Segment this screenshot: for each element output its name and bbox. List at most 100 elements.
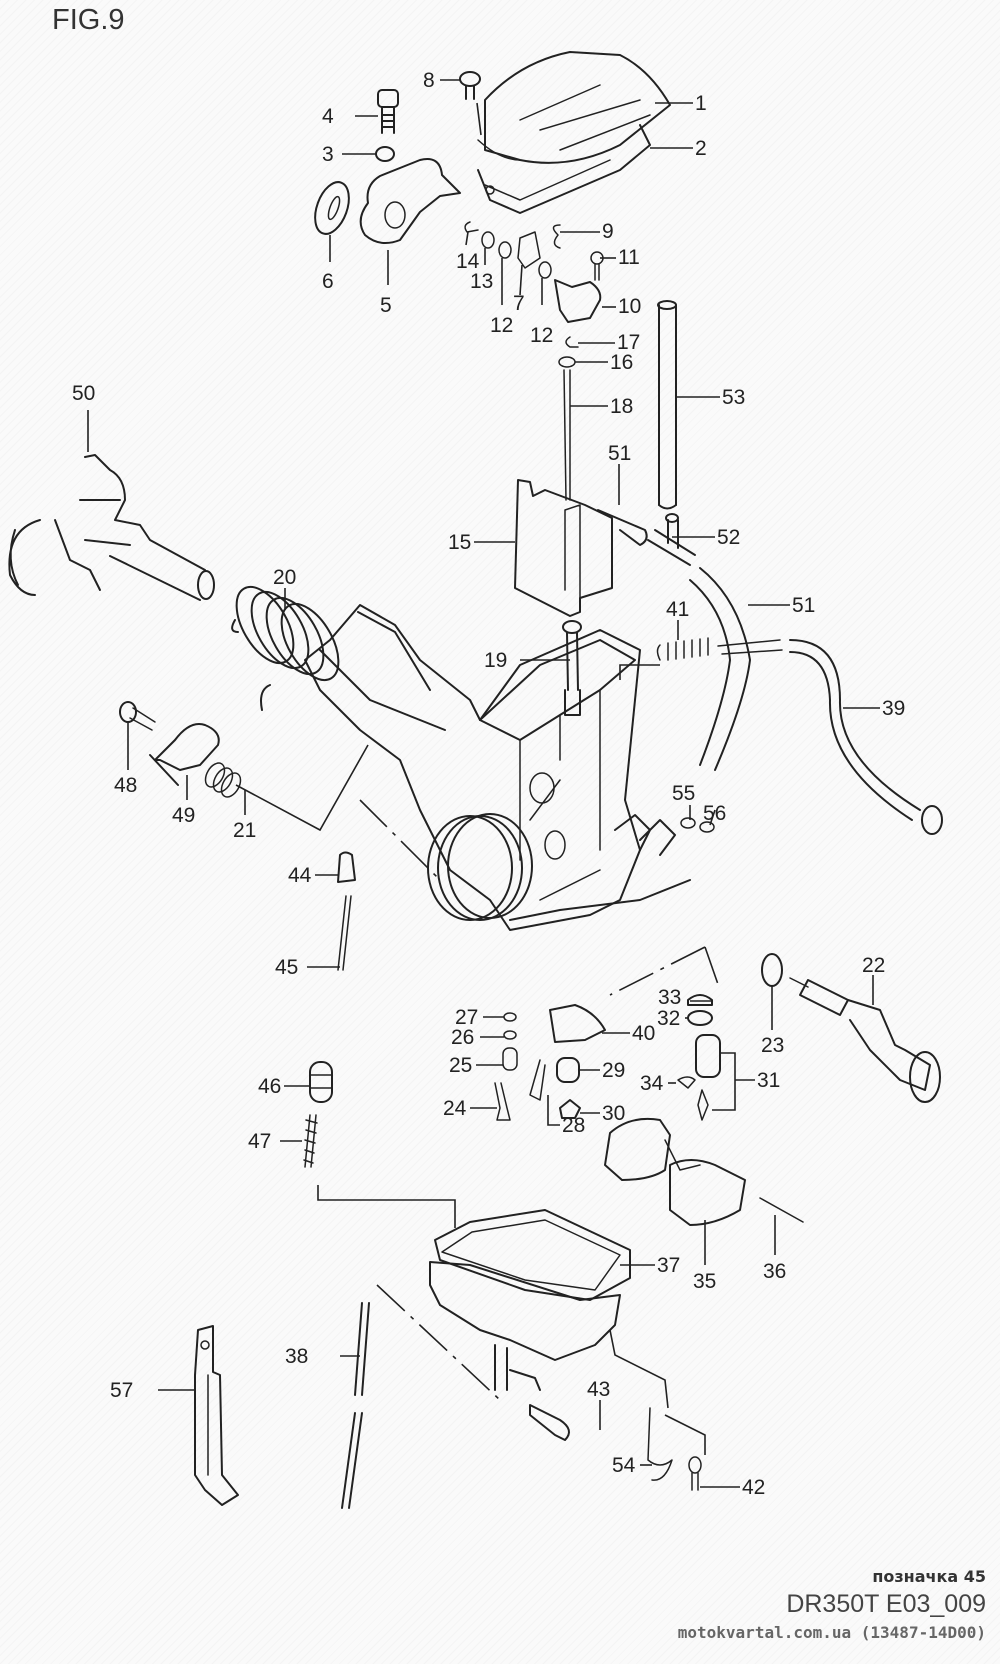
callout-33: 33 (658, 986, 681, 1009)
callout-23: 23 (761, 1034, 784, 1057)
callout-36: 36 (763, 1260, 786, 1283)
part-21-spring[interactable] (202, 760, 245, 801)
part-12-washer-a[interactable] (498, 241, 512, 259)
part-57-bracket[interactable] (194, 1325, 239, 1506)
callout-54: 54 (612, 1454, 636, 1477)
part-41-spring[interactable] (656, 637, 709, 661)
part-26-washer[interactable] (503, 1030, 517, 1040)
part-24-pilot-jet[interactable] (494, 1082, 511, 1121)
part-42-screw[interactable] (688, 1456, 702, 1491)
part-38-overflow-tube[interactable] (341, 1302, 370, 1509)
part-5-lever-bracket[interactable] (359, 158, 461, 245)
callout-1: 1 (695, 92, 707, 115)
callout-55: 55 (672, 782, 695, 805)
part-34-screw[interactable] (677, 1076, 696, 1089)
part-33-cap[interactable] (687, 994, 713, 1006)
part-28-needle[interactable] (529, 1059, 546, 1101)
part-4-bolt[interactable] (377, 89, 399, 134)
part-53-vent-tube[interactable] (657, 300, 677, 510)
watermark-site: motokvartal.com.ua (13487-14D00) (677, 1623, 986, 1642)
callout-22: 22 (862, 954, 885, 977)
callout-38: 38 (285, 1345, 308, 1368)
part-6-washer[interactable] (309, 177, 356, 238)
part-20-return-spring[interactable] (225, 578, 350, 711)
part-55-plug[interactable] (680, 817, 696, 829)
part-11-screw[interactable] (590, 251, 604, 281)
part-3-washer[interactable] (375, 146, 395, 162)
part-8-screw[interactable] (459, 71, 482, 136)
callout-56: 56 (703, 802, 726, 825)
callout-24: 24 (443, 1097, 467, 1120)
callout-6: 6 (322, 270, 334, 293)
float-bowl[interactable] (429, 1261, 621, 1391)
part-29-plug[interactable] (556, 1057, 580, 1083)
callout-40: 40 (632, 1022, 655, 1045)
part-39-throttle-cable[interactable] (717, 639, 943, 835)
part-12-washer-b[interactable] (538, 261, 552, 279)
part-22-starter-plunger[interactable] (789, 977, 941, 1103)
callout-28: 28 (562, 1114, 585, 1137)
callout-11: 11 (618, 246, 640, 269)
callout-9: 9 (602, 220, 614, 243)
part-49-lever[interactable] (149, 723, 220, 786)
part-51-hose-short[interactable] (597, 509, 648, 546)
callout-37: 37 (657, 1254, 680, 1277)
part-31-float-valve[interactable] (695, 1034, 721, 1121)
part-45-pilot-screw[interactable] (337, 895, 352, 971)
callout-34: 34 (640, 1072, 664, 1095)
part-2-gasket[interactable] (477, 124, 651, 214)
part-56-plug[interactable] (699, 821, 715, 833)
part-43-drain-screw[interactable] (529, 1404, 570, 1441)
callout-25: 25 (449, 1054, 472, 1077)
part-36-float-pin[interactable] (759, 1197, 804, 1223)
callout-16: 16 (610, 351, 633, 374)
callout-26: 26 (451, 1026, 474, 1049)
part-23-o-ring[interactable] (761, 953, 783, 987)
callout-27: 27 (455, 1006, 478, 1029)
callout-39: 39 (882, 697, 905, 720)
callout-53: 53 (722, 386, 745, 409)
callout-51a: 51 (608, 442, 631, 465)
part-35-float[interactable] (604, 1117, 746, 1226)
part-14-clip[interactable] (464, 221, 479, 233)
callout-30: 30 (602, 1102, 625, 1125)
part-16-washer[interactable] (558, 356, 576, 368)
callout-3: 3 (322, 143, 334, 166)
part-32-o-ring[interactable] (687, 1010, 713, 1026)
part-17-e-clip[interactable] (565, 336, 579, 348)
part-51-hose-long[interactable] (689, 567, 751, 771)
part-7-plate[interactable] (517, 231, 541, 269)
part-9-clip[interactable] (552, 224, 561, 249)
callout-8: 8 (423, 69, 435, 92)
part-13-washer[interactable] (481, 231, 495, 249)
callout-13: 13 (470, 270, 493, 293)
part-1-top-cap[interactable] (477, 51, 671, 164)
callout-49: 49 (172, 804, 195, 827)
callout-2: 2 (695, 137, 707, 160)
callout-51b: 51 (792, 594, 815, 617)
part-40-baffle[interactable] (549, 1004, 606, 1043)
carburetor-body[interactable] (304, 604, 691, 931)
part-37-bowl-gasket[interactable] (434, 1209, 631, 1301)
callout-19: 19 (484, 649, 507, 672)
part-15-throttle-valve[interactable] (514, 479, 613, 617)
part-48-screw[interactable] (119, 701, 156, 731)
callout-7: 7 (513, 292, 525, 315)
part-47-spring[interactable] (303, 1114, 318, 1168)
part-27-washer[interactable] (503, 1012, 517, 1022)
callout-numbers: 1 2 3 4 5 6 7 8 9 10 11 12 12 13 14 15 1… (72, 69, 905, 1499)
part-50-throttle-shaft[interactable] (8, 454, 215, 601)
part-54-drain-hose[interactable] (647, 1407, 673, 1481)
callout-18: 18 (610, 395, 633, 418)
part-30-plug[interactable] (559, 1099, 581, 1119)
figure-title: FIG.9 (52, 4, 125, 36)
part-19-needle-jet[interactable] (562, 620, 582, 716)
part-46-main-jet[interactable] (309, 1061, 333, 1103)
part-18-jet-needle[interactable] (563, 369, 571, 501)
part-44-main-jet-holder[interactable] (337, 851, 356, 883)
part-52-t-joint[interactable] (647, 513, 696, 566)
callout-50: 50 (72, 382, 95, 405)
part-10-holder[interactable] (554, 279, 602, 323)
callout-57: 57 (110, 1379, 133, 1402)
part-25-spring[interactable] (502, 1047, 518, 1071)
